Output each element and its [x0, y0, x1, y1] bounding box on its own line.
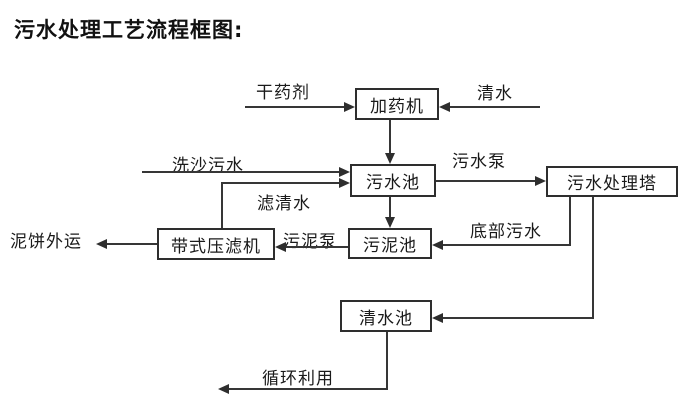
node-belt-filter-press: 带式压滤机 [157, 228, 275, 260]
flow-label-clean-water: 清水 [477, 84, 513, 104]
line-filtered-water-horizontal [221, 182, 339, 184]
node-sludge-pool-label: 污泥池 [363, 236, 417, 256]
arrowhead-dry-agent-icon [344, 102, 355, 112]
node-belt-filter-press-label: 带式压滤机 [171, 236, 261, 257]
line-dosing-to-sewage [389, 120, 391, 154]
arrowhead-dosing-to-sewage-icon [385, 153, 395, 164]
line-bottom-sewage-vertical [569, 197, 571, 246]
arrowhead-sludge-pump-icon [275, 242, 286, 252]
line-tower-to-clean-horizontal [442, 317, 594, 319]
line-tower-to-clean-vertical [592, 197, 594, 319]
arrowhead-sewage-pump-icon [535, 176, 546, 186]
flow-label-recycle-reuse: 循环利用 [262, 369, 334, 389]
arrowhead-mud-cake-out-icon [96, 239, 107, 249]
node-dosing-machine-label: 加药机 [370, 96, 424, 117]
line-dry-agent [245, 106, 345, 108]
arrowhead-recycle-icon [218, 384, 229, 394]
flow-label-dry-agent: 干药剂 [256, 83, 310, 103]
node-clean-water-pool: 清水池 [340, 300, 432, 332]
node-sludge-pool: 污泥池 [348, 228, 432, 259]
node-clean-water-pool-label: 清水池 [359, 308, 413, 329]
flow-label-sludge-pump: 污泥泵 [283, 232, 337, 252]
node-sewage-pool: 污水池 [350, 164, 436, 197]
line-filtered-water-vertical [221, 183, 223, 228]
line-sewage-pump [436, 180, 535, 182]
arrowhead-sewage-to-sludge-icon [385, 217, 395, 228]
line-sludge-pump [285, 246, 348, 248]
node-treatment-tower: 污水处理塔 [546, 166, 678, 197]
arrowhead-bottom-sewage-icon [432, 240, 443, 250]
flow-label-bottom-sewage: 底部污水 [470, 222, 542, 242]
line-recycle-horizontal [228, 388, 388, 390]
line-sewage-to-sludge [389, 197, 391, 218]
arrowhead-tower-to-clean-icon [432, 313, 443, 323]
line-mud-cake-out [106, 243, 157, 245]
flow-label-mud-cake-out: 泥饼外运 [10, 232, 82, 252]
node-dosing-machine: 加药机 [355, 88, 439, 120]
flow-label-sewage-pump: 污水泵 [452, 152, 506, 172]
flow-label-filtered-water: 滤清水 [257, 194, 311, 214]
arrowhead-clean-water-icon [439, 102, 450, 112]
line-clean-water [449, 106, 540, 108]
line-sand-washing-sewage [142, 171, 341, 173]
node-sewage-pool-label: 污水池 [366, 173, 420, 193]
arrowhead-filtered-water-icon [339, 178, 350, 188]
line-bottom-sewage-horizontal [442, 244, 571, 246]
node-treatment-tower-label: 污水处理塔 [567, 174, 657, 194]
page-title: 污水处理工艺流程框图: [14, 18, 244, 42]
arrowhead-sand-washing-sewage-icon [339, 167, 350, 177]
line-recycle-vertical [386, 332, 388, 390]
